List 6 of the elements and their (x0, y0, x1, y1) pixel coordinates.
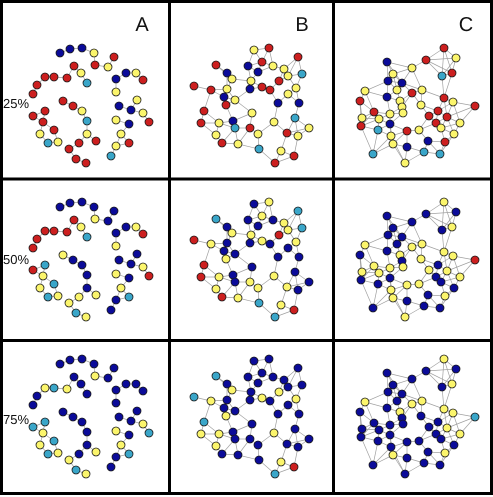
row-label: 25% (3, 97, 30, 110)
row-label: 75% (3, 413, 30, 426)
column-label: B (294, 15, 310, 35)
row-label: 50% (3, 253, 30, 266)
column-label: C (458, 15, 474, 35)
column-label: A (134, 15, 150, 35)
